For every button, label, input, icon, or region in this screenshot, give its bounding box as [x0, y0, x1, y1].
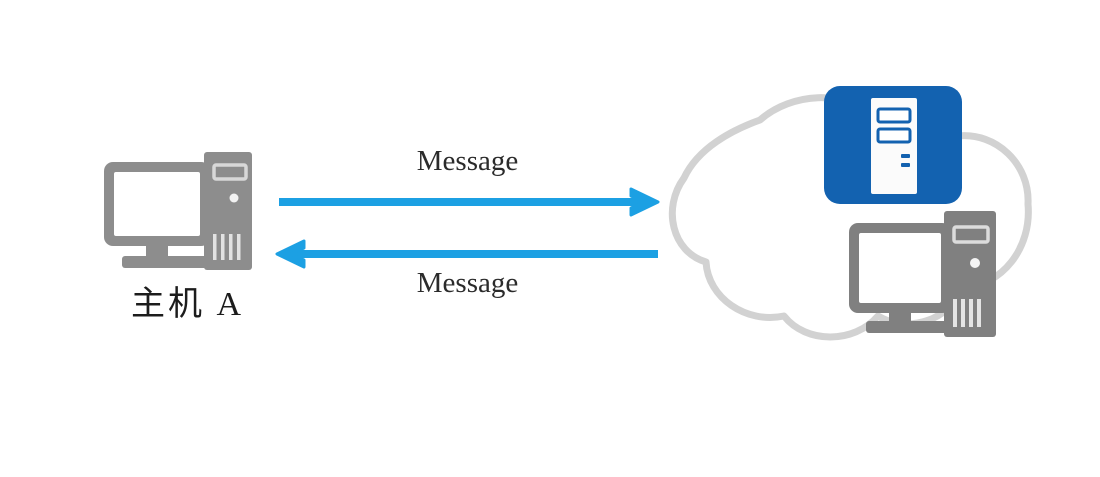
desktop-computer-icon: [104, 152, 252, 270]
server-tower-icon: [824, 86, 962, 204]
message-label-reply: Message: [416, 267, 519, 299]
network-cloud-node: [650, 72, 1050, 357]
host-a-label: 主机 A: [130, 286, 245, 323]
message-label-forward: Message: [416, 145, 519, 177]
host-a-node: 主机 A: [100, 148, 275, 333]
desktop-computer-icon: [849, 211, 996, 337]
message-forward-arrow: [279, 187, 660, 217]
message-arrows-group: Message Message: [265, 140, 670, 315]
message-reply-arrow: [275, 239, 658, 269]
